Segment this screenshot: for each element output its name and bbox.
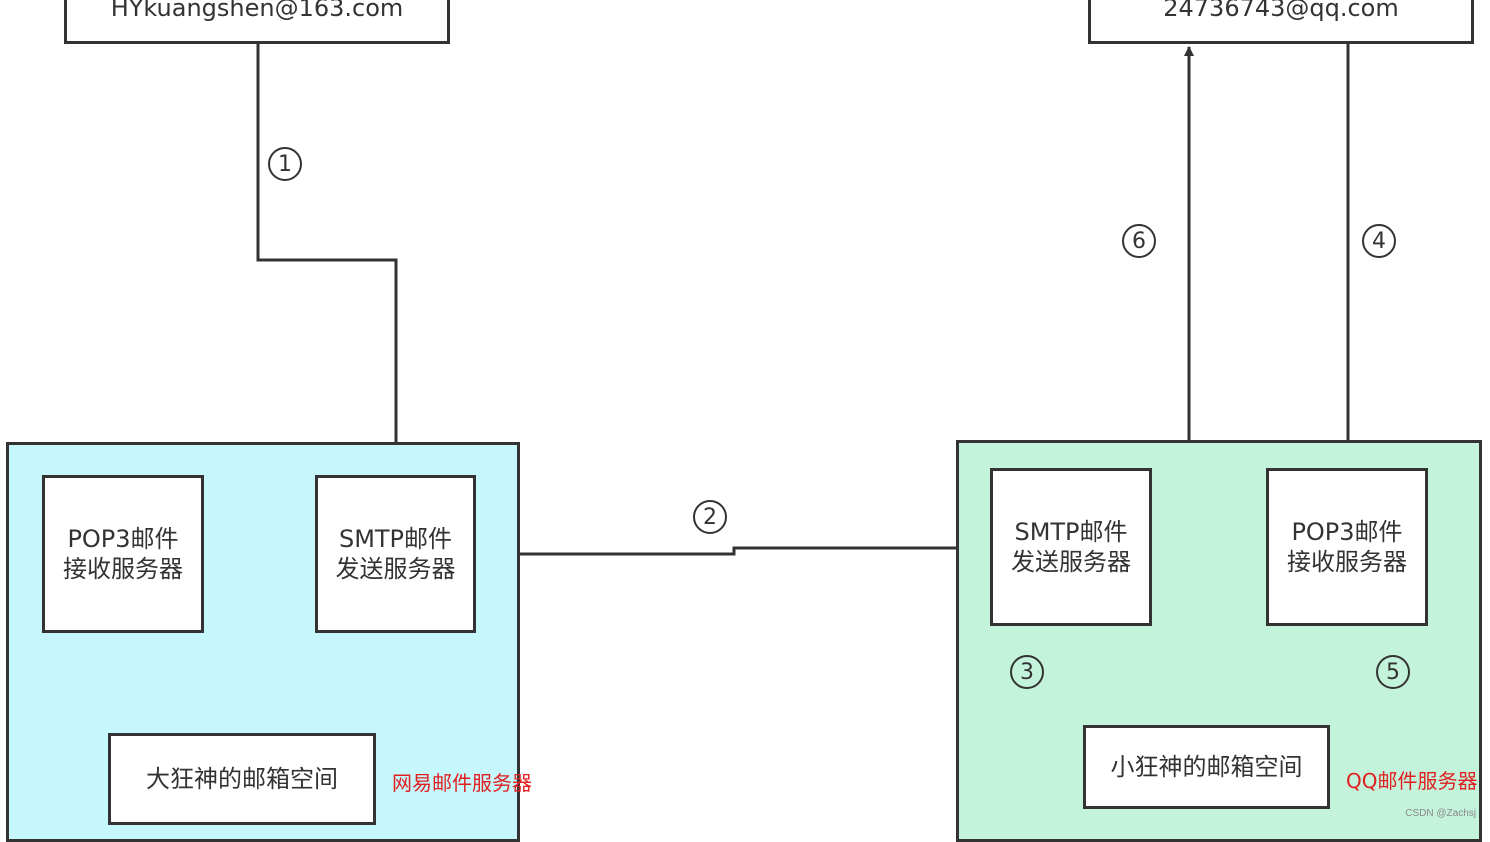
netease-mailbox-text: 大狂神的邮箱空间 xyxy=(146,765,338,793)
sender-email-box: HYkuangshen@163.com xyxy=(64,0,450,44)
sender-email-text: HYkuangshen@163.com xyxy=(110,0,404,22)
receiver-email-box: 24736743@qq.com xyxy=(1088,0,1474,44)
step-3-marker: 3 xyxy=(1010,655,1044,689)
qq-server-label: QQ邮件服务器 xyxy=(1346,769,1478,793)
step-2-connector xyxy=(477,543,987,556)
step-1-connector xyxy=(256,44,401,473)
qq-smtp-line2: 发送服务器 xyxy=(1011,548,1131,576)
step-1-marker: 1 xyxy=(268,147,302,181)
netease-pop3-line2: 接收服务器 xyxy=(63,555,183,583)
qq-pop3-line2: 接收服务器 xyxy=(1287,548,1407,576)
netease-smtp-line2: 发送服务器 xyxy=(335,555,456,583)
netease-pop3-line1: POP3邮件 xyxy=(67,525,179,553)
netease-pop3-box: POP3邮件 接收服务器 xyxy=(42,475,204,633)
csdn-watermark: CSDN @Zachsj xyxy=(1405,808,1476,819)
qq-mailbox-text: 小狂神的邮箱空间 xyxy=(1110,753,1303,781)
netease-server-label: 网易邮件服务器 xyxy=(392,771,532,795)
netease-mailbox-box: 大狂神的邮箱空间 xyxy=(108,733,376,825)
netease-smtp-box: SMTP邮件 发送服务器 xyxy=(315,475,476,633)
qq-mailbox-box: 小狂神的邮箱空间 xyxy=(1083,725,1330,809)
step-5-marker: 5 xyxy=(1376,655,1410,689)
receiver-email-text: 24736743@qq.com xyxy=(1163,0,1399,22)
qq-smtp-line1: SMTP邮件 xyxy=(1014,518,1128,546)
qq-smtp-box: SMTP邮件 发送服务器 xyxy=(990,468,1152,626)
qq-pop3-line1: POP3邮件 xyxy=(1291,518,1403,546)
step-6-marker: 6 xyxy=(1122,224,1156,258)
step-2-marker: 2 xyxy=(693,500,727,534)
netease-smtp-line1: SMTP邮件 xyxy=(338,525,453,553)
qq-pop3-box: POP3邮件 接收服务器 xyxy=(1266,468,1428,626)
step-4-marker: 4 xyxy=(1362,224,1396,258)
